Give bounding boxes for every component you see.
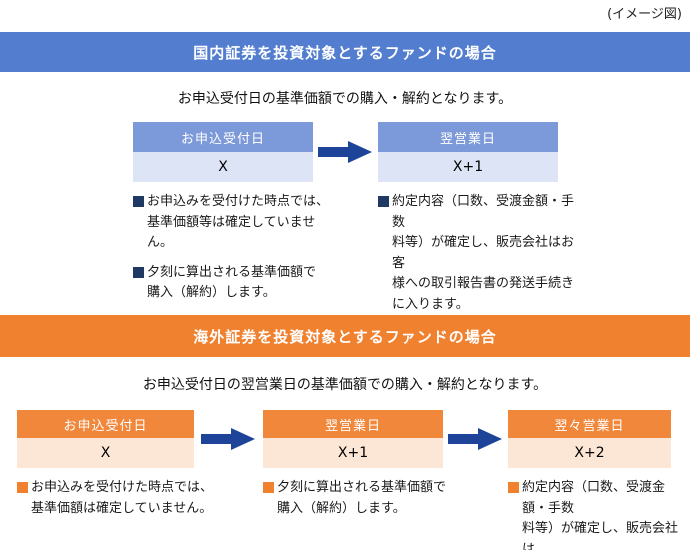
navy-square-bullet-icon xyxy=(378,196,389,207)
domestic-step-application-day: お申込受付日 X xyxy=(133,122,313,182)
foreign-step2-header: 翌営業日 xyxy=(263,410,443,438)
image-note-label: (イメージ図) xyxy=(607,7,682,22)
domestic-step1-header: お申込受付日 xyxy=(133,122,313,152)
foreign-step3-notes: 約定内容（口数、受渡金額・手数 料等）が確定し、販売会社は お客様への取引報告書… xyxy=(508,478,690,550)
note-item: 夕刻に算出される基準価額で 購入（解約）します。 xyxy=(133,263,338,304)
orange-square-bullet-icon xyxy=(17,482,28,493)
foreign-step-application-day: お申込受付日 X xyxy=(17,410,194,468)
note-item: お申込みを受付けた時点では、 基準価額等は確定していません。 xyxy=(133,192,338,254)
foreign-step1-header: お申込受付日 xyxy=(17,410,194,438)
note-text: お申込みを受付けた時点では、 基準価額は確定していません。 xyxy=(31,480,214,516)
domestic-step2-header: 翌営業日 xyxy=(378,122,558,152)
note-text: 約定内容（口数、受渡金額・手数 料等）が確定し、販売会社は お客様への取引報告書… xyxy=(522,480,679,550)
foreign-step-next-business-day: 翌営業日 X+1 xyxy=(263,410,443,468)
note-text: お申込みを受付けた時点では、 基準価額等は確定していません。 xyxy=(147,194,330,251)
navy-square-bullet-icon xyxy=(133,196,144,207)
domestic-section-subtitle: お申込受付日の基準価額での購入・解約となります。 xyxy=(177,91,513,107)
right-arrow-icon xyxy=(448,428,502,450)
note-text: 夕刻に算出される基準価額で 購入（解約）します。 xyxy=(147,264,317,301)
foreign-section-subtitle: お申込受付日の翌営業日の基準価額での購入・解約となります。 xyxy=(142,377,548,393)
foreign-section-banner: 海外証券を投資対象とするファンドの場合 xyxy=(0,315,690,357)
note-text: 夕刻に算出される基準価額で 購入（解約）します。 xyxy=(277,480,447,516)
domestic-step-next-business-day: 翌営業日 X+1 xyxy=(378,122,558,182)
foreign-step2-value: X+1 xyxy=(263,438,443,468)
orange-square-bullet-icon xyxy=(263,482,274,493)
domestic-step1-value: X xyxy=(133,152,313,182)
foreign-step2-notes: 夕刻に算出される基準価額で 購入（解約）します。 xyxy=(263,478,463,519)
note-item: 夕刻に算出される基準価額で 購入（解約）します。 xyxy=(263,478,463,519)
note-item: 約定内容（口数、受渡金額・手数 料等）が確定し、販売会社はお客 様への取引報告書… xyxy=(378,192,583,315)
domestic-step2-notes: 約定内容（口数、受渡金額・手数 料等）が確定し、販売会社はお客 様への取引報告書… xyxy=(378,192,583,315)
note-text: 約定内容（口数、受渡金額・手数 料等）が確定し、販売会社はお客 様への取引報告書… xyxy=(392,194,575,312)
note-item: 約定内容（口数、受渡金額・手数 料等）が確定し、販売会社は お客様への取引報告書… xyxy=(508,478,690,550)
foreign-step1-value: X xyxy=(17,438,194,468)
foreign-step3-value: X+2 xyxy=(508,438,671,468)
foreign-step3-header: 翌々営業日 xyxy=(508,410,671,438)
domestic-section-title: 国内証券を投資対象とするファンドの場合 xyxy=(193,43,497,62)
domestic-step2-value: X+1 xyxy=(378,152,558,182)
navy-square-bullet-icon xyxy=(133,266,144,278)
domestic-section-banner: 国内証券を投資対象とするファンドの場合 xyxy=(0,32,690,72)
foreign-step1-notes: お申込みを受付けた時点では、 基準価額は確定していません。 xyxy=(17,478,217,519)
foreign-section-title: 海外証券を投資対象とするファンドの場合 xyxy=(193,327,497,346)
foreign-step-second-next-business-day: 翌々営業日 X+2 xyxy=(508,410,671,468)
orange-square-bullet-icon xyxy=(508,482,519,493)
domestic-step1-notes: お申込みを受付けた時点では、 基準価額等は確定していません。 夕刻に算出される基… xyxy=(133,192,338,304)
right-arrow-icon xyxy=(201,428,255,450)
note-item: お申込みを受付けた時点では、 基準価額は確定していません。 xyxy=(17,478,217,519)
right-arrow-icon xyxy=(318,141,372,163)
